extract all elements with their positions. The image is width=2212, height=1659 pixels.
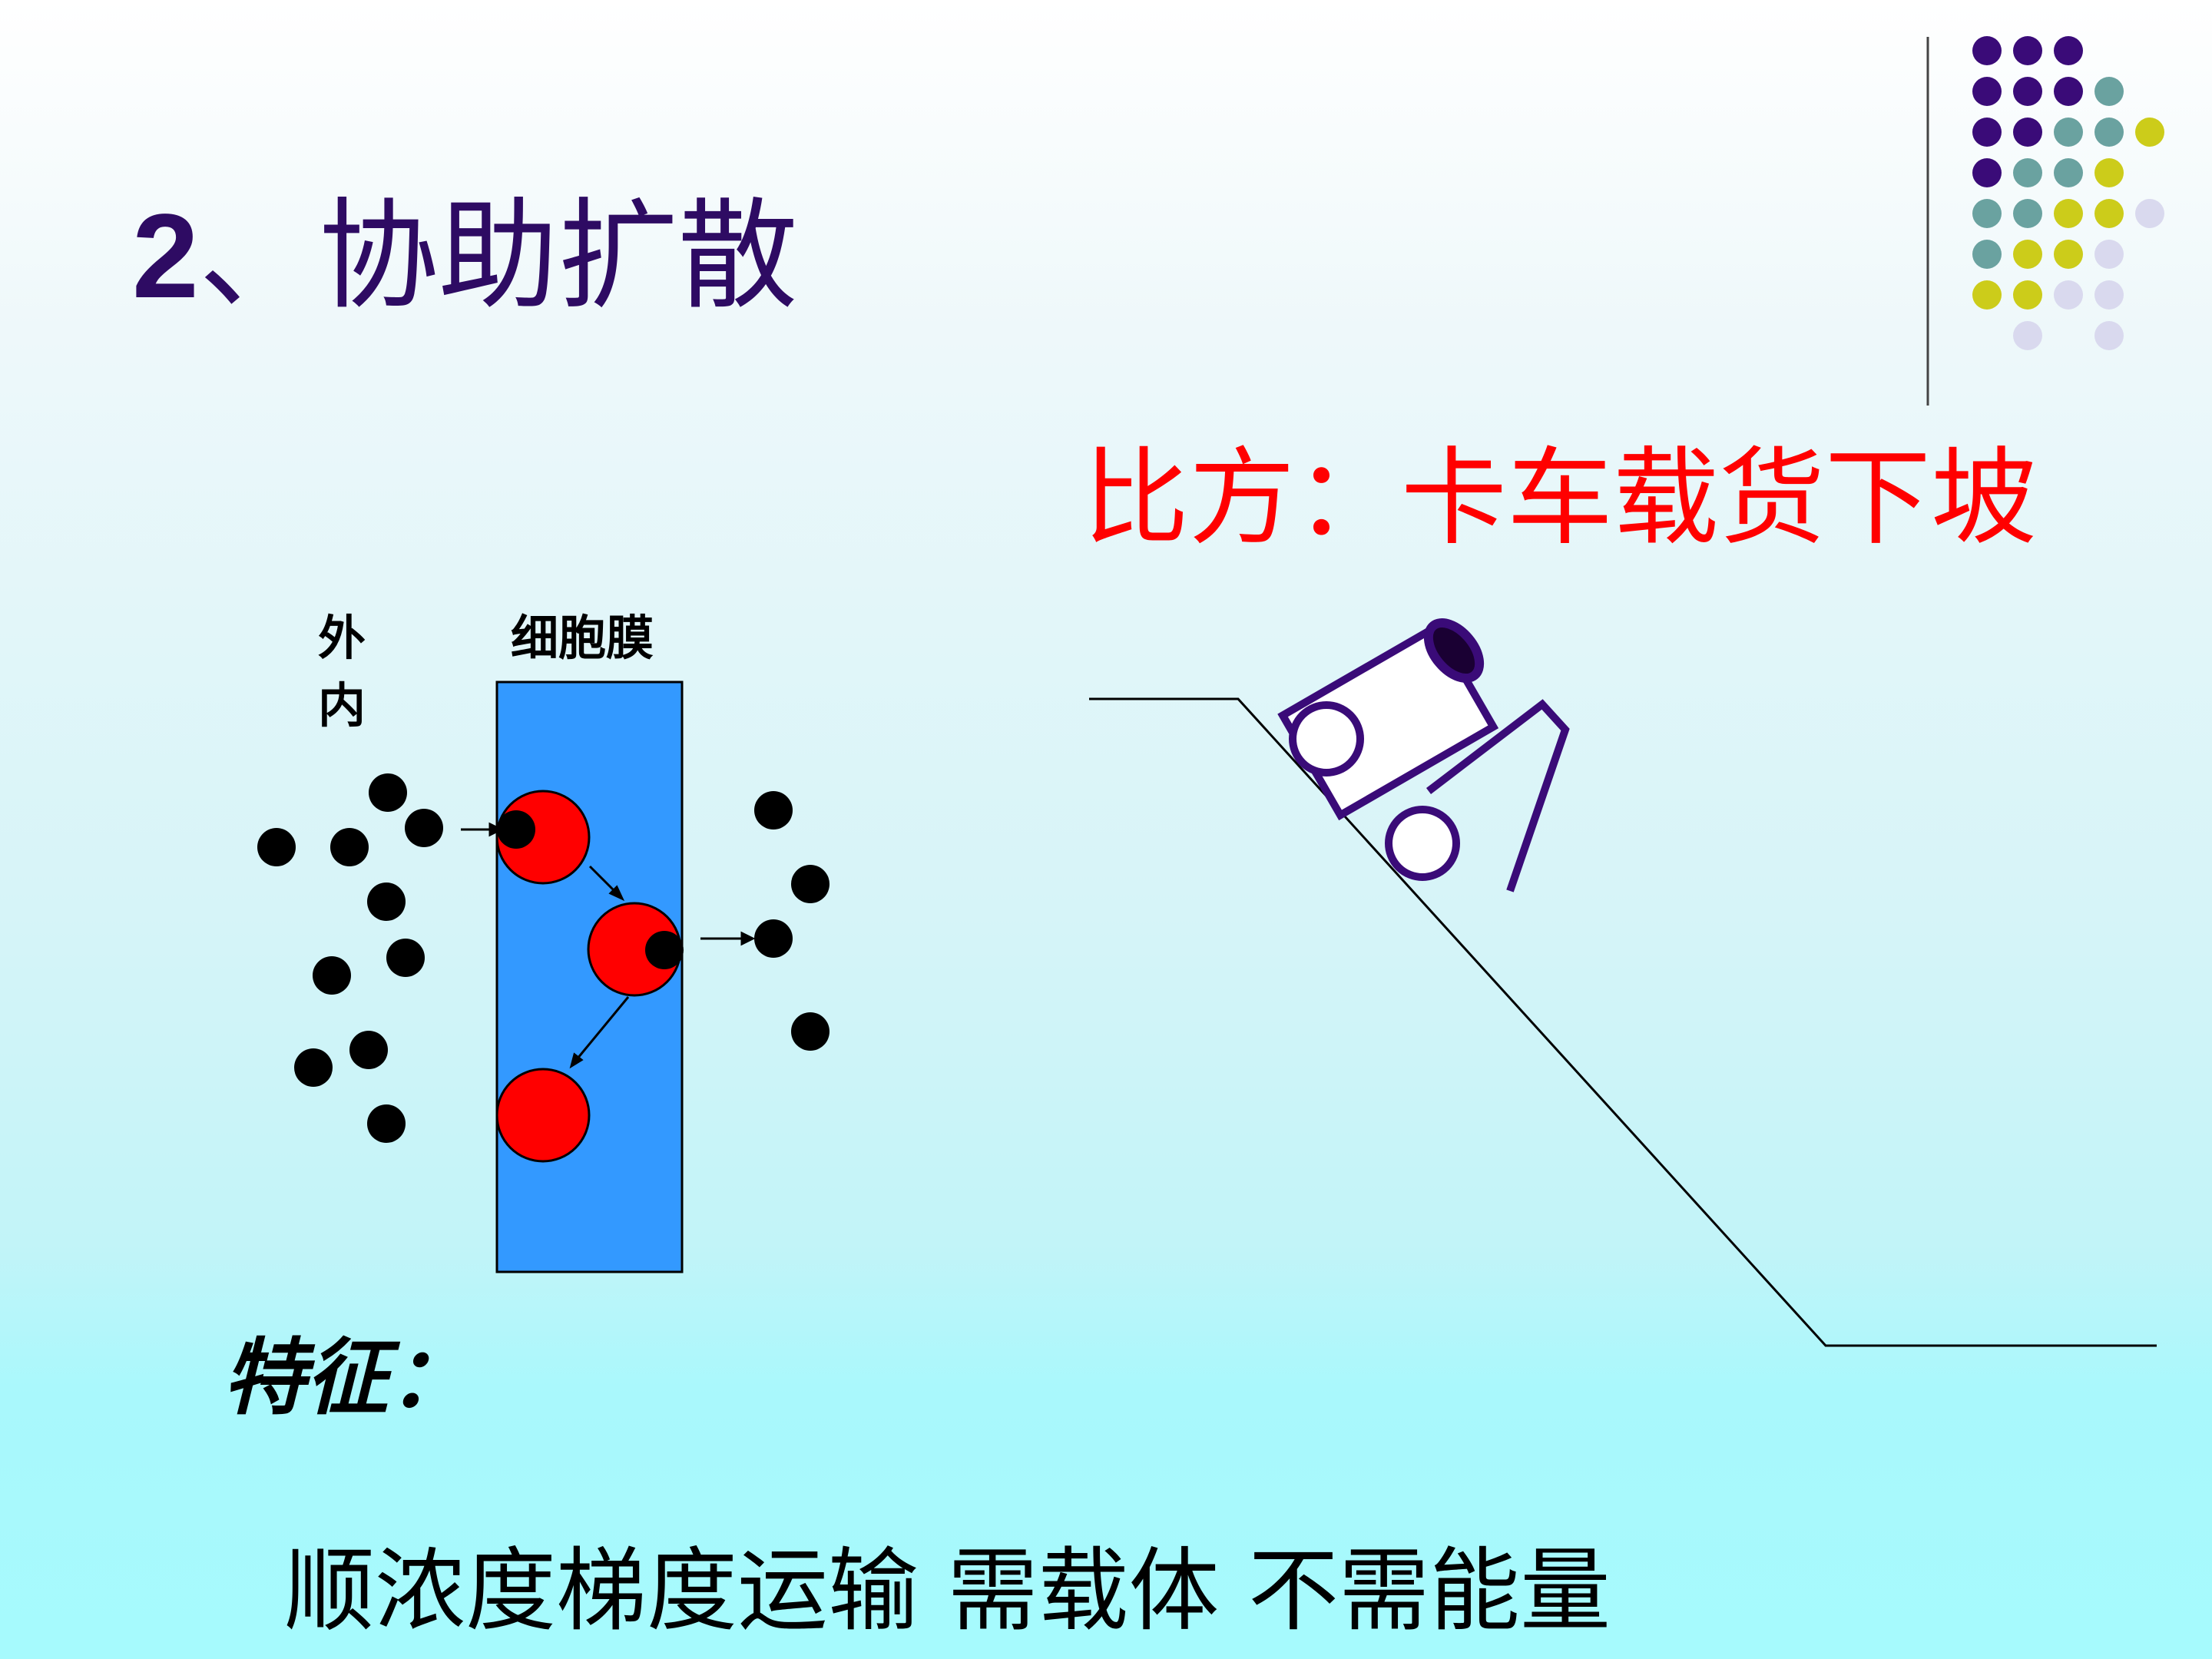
deco-dot bbox=[2094, 280, 2124, 310]
molecule bbox=[754, 919, 793, 958]
decorative-dot-grid bbox=[1972, 36, 2164, 350]
membrane-label: 细胞膜 bbox=[511, 610, 654, 666]
truck-cab bbox=[1426, 699, 1570, 892]
deco-dot bbox=[1972, 240, 2002, 269]
truck-wheel bbox=[1289, 701, 1364, 777]
deco-dot bbox=[2094, 118, 2124, 147]
deco-dot bbox=[2135, 118, 2164, 147]
deco-dot bbox=[2094, 77, 2124, 106]
truck-icon bbox=[1277, 618, 1570, 892]
molecule bbox=[313, 956, 351, 995]
arrow-icon bbox=[588, 865, 625, 902]
slope-line bbox=[1089, 697, 2157, 1347]
deco-dot bbox=[2013, 158, 2042, 187]
inside-molecules bbox=[754, 791, 830, 1051]
molecule bbox=[294, 1048, 333, 1087]
deco-dot bbox=[2054, 240, 2083, 269]
transport-arrows bbox=[461, 822, 756, 1069]
molecule bbox=[349, 1031, 388, 1069]
features-label: 特征： bbox=[223, 1330, 472, 1426]
deco-dot bbox=[2013, 77, 2042, 106]
features-text: 顺浓度梯度运输 需载体 不需能量 bbox=[284, 1538, 1611, 1644]
molecule bbox=[645, 931, 684, 969]
title-number: 2 bbox=[132, 190, 199, 323]
deco-dot bbox=[1972, 118, 2002, 147]
molecule bbox=[330, 828, 369, 866]
deco-dot bbox=[2013, 240, 2042, 269]
slide-title: 2、协助扩散 bbox=[132, 196, 798, 316]
outside-label: 外 bbox=[318, 610, 366, 666]
arrow-icon bbox=[569, 996, 630, 1069]
truck-wheel bbox=[1385, 806, 1460, 881]
cell-membrane bbox=[495, 680, 684, 1273]
inside-label: 内 bbox=[318, 677, 366, 733]
molecule bbox=[405, 809, 443, 847]
deco-dot bbox=[2094, 158, 2124, 187]
truck-cargo-load bbox=[1423, 618, 1485, 683]
molecule bbox=[386, 939, 425, 977]
molecule bbox=[791, 1012, 830, 1051]
deco-dot bbox=[2013, 118, 2042, 147]
analogy-text: 比方：卡车载货下坡 bbox=[1083, 436, 2038, 560]
molecule bbox=[367, 882, 406, 921]
deco-dot bbox=[2135, 199, 2164, 228]
molecule bbox=[791, 865, 830, 903]
molecule bbox=[497, 810, 535, 849]
deco-dot bbox=[2054, 118, 2083, 147]
arrow-icon bbox=[700, 931, 756, 946]
deco-dot bbox=[2054, 280, 2083, 310]
molecule bbox=[367, 1104, 406, 1143]
deco-dot bbox=[1972, 199, 2002, 228]
title-text: 、协助扩散 bbox=[198, 186, 798, 326]
deco-dot bbox=[2054, 36, 2083, 65]
deco-dot bbox=[2054, 199, 2083, 228]
deco-dot bbox=[2054, 77, 2083, 106]
deco-dot bbox=[2013, 36, 2042, 65]
deco-dot bbox=[2094, 199, 2124, 228]
arrow-icon bbox=[461, 822, 504, 837]
molecule bbox=[369, 773, 407, 812]
outside-molecules bbox=[257, 773, 443, 1143]
deco-dot bbox=[2013, 321, 2042, 350]
deco-dot bbox=[2013, 199, 2042, 228]
deco-dot bbox=[1972, 158, 2002, 187]
deco-dot bbox=[1972, 77, 2002, 106]
deco-dot bbox=[2094, 321, 2124, 350]
molecule bbox=[257, 828, 296, 866]
deco-dot bbox=[2013, 280, 2042, 310]
deco-dot bbox=[1972, 280, 2002, 310]
deco-dot bbox=[2094, 240, 2124, 269]
molecule bbox=[754, 791, 793, 830]
carrier-protein bbox=[495, 1068, 591, 1163]
deco-dot bbox=[2054, 158, 2083, 187]
deco-dot bbox=[1972, 36, 2002, 65]
